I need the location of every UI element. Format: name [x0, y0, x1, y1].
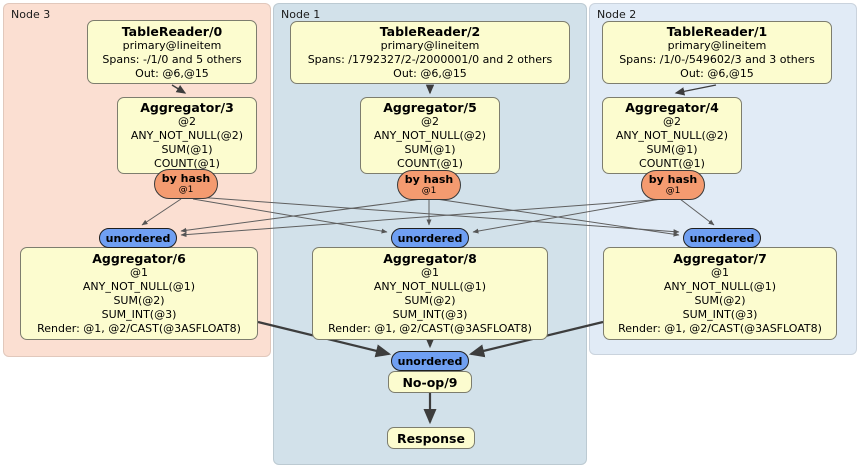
- router-by-hash-node1: by hash @1: [397, 170, 461, 200]
- stream-label: unordered: [105, 231, 171, 245]
- processor-title: TableReader/0: [121, 23, 223, 39]
- processor-detail: Render: @1, @2/CAST(@3ASFLOAT8): [328, 322, 532, 335]
- stream-unordered-node1: unordered: [391, 228, 469, 248]
- processor-detail: SUM(@2): [113, 294, 165, 307]
- processor-detail: ANY_NOT_NULL(@1): [82, 280, 196, 293]
- processor-tablereader-1: TableReader/1 primary@lineitem Spans: /1…: [602, 21, 832, 84]
- processor-detail: SUM_INT(@3): [682, 308, 758, 321]
- processor-detail: @1: [130, 266, 148, 279]
- processor-noop-9: No-op/9: [388, 371, 472, 393]
- processor-detail: @2: [663, 115, 681, 128]
- stream-unordered-node2: unordered: [683, 228, 761, 248]
- processor-aggregator-7: Aggregator/7 @1 ANY_NOT_NULL(@1) SUM(@2)…: [603, 247, 837, 340]
- processor-detail: primary@lineitem: [380, 39, 480, 52]
- stream-unordered-final: unordered: [391, 351, 469, 371]
- hash-router-mesh-edges: [141, 196, 715, 238]
- processor-detail: Render: @1, @2/CAST(@3ASFLOAT8): [37, 322, 241, 335]
- stream-unordered-node3: unordered: [99, 228, 177, 248]
- processor-tablereader-2: TableReader/2 primary@lineitem Spans: /1…: [290, 21, 570, 84]
- processor-detail: SUM_INT(@3): [101, 308, 177, 321]
- processor-title: Aggregator/6: [92, 251, 186, 266]
- router-hash-columns: @1: [421, 186, 437, 196]
- processor-detail: Spans: /1/0-/549602/3 and 3 others: [619, 53, 815, 66]
- router-by-hash-node2: by hash @1: [641, 170, 705, 200]
- processor-detail: ANY_NOT_NULL(@2): [373, 129, 487, 142]
- processor-detail: primary@lineitem: [667, 39, 767, 52]
- processor-detail: COUNT(@1): [154, 157, 220, 170]
- processor-aggregator-5: Aggregator/5 @2 ANY_NOT_NULL(@2) SUM(@1)…: [360, 97, 500, 174]
- processor-detail: Out: @6,@15: [680, 67, 754, 80]
- processor-detail: @1: [421, 266, 439, 279]
- tablereader-to-aggregator-edges: [171, 84, 717, 96]
- processor-aggregator-3: Aggregator/3 @2 ANY_NOT_NULL(@2) SUM(@1)…: [117, 97, 257, 174]
- processor-detail: COUNT(@1): [397, 157, 463, 170]
- region-node-3-label: Node 3: [11, 8, 51, 21]
- processor-detail: ANY_NOT_NULL(@1): [663, 280, 777, 293]
- processor-detail: ANY_NOT_NULL(@2): [130, 129, 244, 142]
- processor-title: No-op/9: [402, 374, 458, 390]
- processor-title: Response: [397, 430, 465, 446]
- processor-detail: Spans: -/1/0 and 5 others: [102, 52, 242, 66]
- router-label: by hash: [404, 173, 454, 186]
- stream-label: unordered: [397, 231, 463, 245]
- processor-detail: @2: [421, 115, 439, 128]
- processor-detail: COUNT(@1): [639, 157, 705, 170]
- processor-detail: SUM(@1): [404, 143, 456, 156]
- processor-title: Aggregator/3: [140, 100, 234, 115]
- processor-detail: SUM(@1): [161, 143, 213, 156]
- processor-aggregator-8: Aggregator/8 @1 ANY_NOT_NULL(@1) SUM(@2)…: [312, 247, 548, 340]
- processor-title: Aggregator/5: [383, 100, 477, 115]
- processor-title: TableReader/2: [379, 24, 481, 39]
- processor-title: Aggregator/4: [625, 100, 719, 115]
- region-node-1-label: Node 1: [281, 8, 321, 21]
- processor-aggregator-6: Aggregator/6 @1 ANY_NOT_NULL(@1) SUM(@2)…: [20, 247, 258, 340]
- processor-detail: Render: @1, @2/CAST(@3ASFLOAT8): [618, 322, 822, 335]
- processor-title: Aggregator/8: [383, 251, 477, 266]
- processor-detail: ANY_NOT_NULL(@1): [373, 280, 487, 293]
- router-hash-columns: @1: [665, 186, 681, 196]
- processor-detail: Spans: /1792327/2-/2000001/0 and 2 other…: [307, 53, 553, 66]
- router-label: by hash: [161, 172, 211, 185]
- processor-title: TableReader/1: [666, 24, 768, 39]
- stream-label: unordered: [689, 231, 755, 245]
- processor-detail: @2: [178, 115, 196, 128]
- router-label: by hash: [648, 173, 698, 186]
- processor-detail: SUM_INT(@3): [392, 308, 468, 321]
- stream-label: unordered: [397, 354, 463, 368]
- router-by-hash-node3: by hash @1: [154, 169, 218, 199]
- processor-title: Aggregator/7: [673, 251, 767, 266]
- processor-detail: primary@lineitem: [122, 38, 222, 52]
- region-node-2-label: Node 2: [597, 8, 637, 21]
- processor-detail: Out: @6,@15: [135, 66, 209, 80]
- processor-detail: @1: [711, 266, 729, 279]
- router-hash-columns: @1: [178, 185, 194, 195]
- processor-detail: SUM(@2): [694, 294, 746, 307]
- processor-detail: SUM(@1): [646, 143, 698, 156]
- processor-detail: Out: @6,@15: [393, 67, 467, 80]
- processor-detail: SUM(@2): [404, 294, 456, 307]
- processor-detail: ANY_NOT_NULL(@2): [615, 129, 729, 142]
- processor-tablereader-0: TableReader/0 primary@lineitem Spans: -/…: [87, 20, 257, 84]
- processor-aggregator-4: Aggregator/4 @2 ANY_NOT_NULL(@2) SUM(@1)…: [602, 97, 742, 174]
- response-node: Response: [387, 427, 475, 449]
